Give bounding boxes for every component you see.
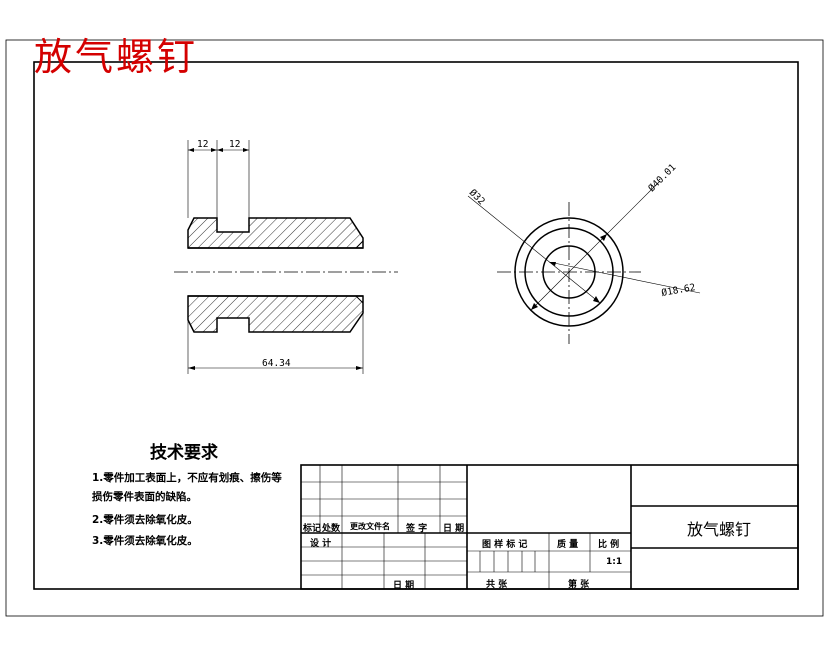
dim-overall-length: 64.34: [262, 358, 291, 369]
tech-requirement-line: 2.零件须去除氧化皮。: [92, 514, 198, 526]
title-block-grid: [300, 464, 799, 590]
tb-sheet-no-label: 第 张: [568, 580, 590, 590]
front-section-view: 12 12 64.34: [174, 139, 398, 374]
drawing-title-overlay: 放气螺钉: [34, 35, 199, 79]
tb-mark-label: 标记: [303, 524, 322, 534]
tb-scale-value: 1:1: [606, 557, 623, 567]
tb-part-name: 放气螺钉: [687, 520, 752, 539]
tb-total-sheets-label: 共 张: [486, 580, 508, 590]
dim-inner-diameter: Ø18.62: [661, 282, 697, 299]
tb-sign-label: 签 字: [406, 524, 428, 534]
dim-groove-width-2: 12: [229, 139, 240, 150]
tb-date2-label: 日 期: [393, 581, 415, 591]
dim-outer-diameter: Ø40.01: [646, 162, 678, 194]
dim-groove-diameter: Ø32: [467, 187, 487, 207]
tb-date-label: 日 期: [443, 524, 465, 534]
outer-border: [5, 39, 824, 617]
tb-weight-label: 质 量: [557, 540, 579, 550]
tech-requirements-heading: 技术要求: [150, 443, 218, 463]
tb-design-label: 设 计: [310, 539, 332, 549]
tb-scale-label: 比 例: [598, 540, 620, 550]
dim-groove-width-1: 12: [197, 139, 208, 150]
inner-border: [33, 61, 799, 590]
tb-count-label: 处数: [322, 524, 341, 534]
tb-docno-label: 更改文件名: [350, 522, 390, 531]
tb-stage-mark-label: 图 样 标 记: [482, 540, 528, 550]
tech-requirement-line: 损伤零件表面的缺陷。: [92, 491, 197, 503]
tech-requirement-line: 1.零件加工表面上，不应有划痕、擦伤等: [92, 472, 282, 484]
side-view: Ø40.01 Ø32 Ø18.62: [467, 162, 701, 344]
tech-requirement-line: 3.零件须去除氧化皮。: [92, 535, 198, 547]
